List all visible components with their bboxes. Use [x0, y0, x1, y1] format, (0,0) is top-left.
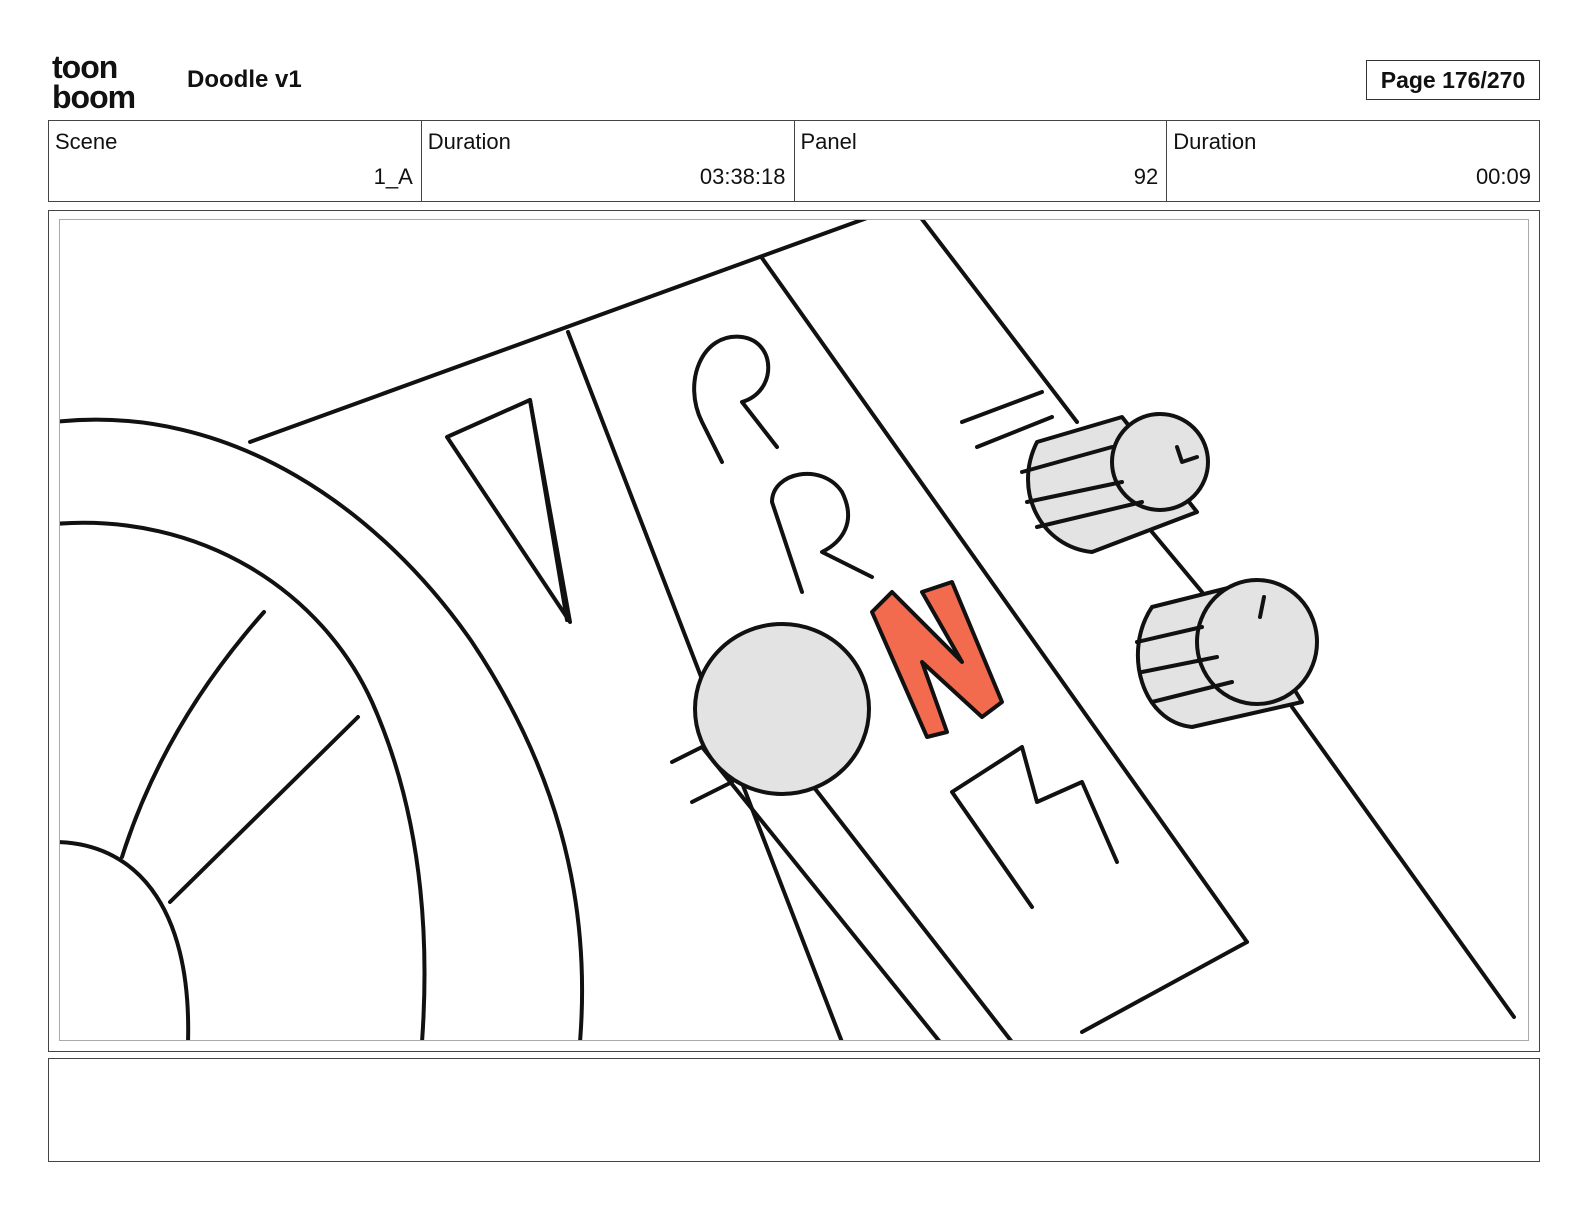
panel-cell: Panel 92	[795, 121, 1168, 201]
scene-cell: Scene 1_A	[49, 121, 422, 201]
dial-upper-ridges	[1020, 445, 1144, 529]
console-line-4	[1150, 530, 1204, 594]
wheel-spoke-1	[120, 610, 266, 859]
dial-upper-pointer	[1175, 445, 1199, 464]
gear-letter-i	[960, 390, 1054, 449]
scene-duration-label: Duration	[427, 129, 511, 154]
console-line-3	[920, 220, 1079, 424]
shifter-slot	[670, 745, 734, 804]
shifter-knob	[693, 622, 871, 796]
dial-lower-face	[1195, 578, 1319, 706]
wheel-outer-rim	[60, 417, 585, 1040]
dial-lower	[1135, 578, 1319, 729]
wheel-spoke-2	[168, 715, 360, 904]
panel-label: Panel	[800, 129, 857, 154]
logo-line-2: boom	[52, 79, 135, 112]
console-vent	[445, 398, 572, 624]
dial-lower-ridges	[1135, 625, 1234, 704]
toonboom-logo-graphic: toon boom	[52, 49, 136, 115]
panel-notes	[48, 1058, 1540, 1162]
steering-wheel	[60, 417, 585, 1040]
gear-indicators	[692, 334, 1119, 909]
console-vent-line	[528, 398, 569, 622]
gear-letter-m	[950, 745, 1119, 909]
console-line-2	[760, 256, 1249, 944]
wheel-inner-rim	[60, 520, 427, 1040]
toonboom-logo: toon boom	[52, 49, 164, 115]
gear-shifter-sketch	[60, 220, 1516, 1040]
gear-letter-r	[770, 472, 874, 594]
dial-lower-pointer	[1258, 595, 1266, 619]
panel-duration-label: Duration	[1173, 129, 1257, 154]
page-number: Page 176/270	[1366, 60, 1540, 100]
panel-duration-cell: Duration 00:09	[1167, 121, 1539, 201]
scene-duration-cell: Duration 03:38:18	[422, 121, 795, 201]
scene-label: Scene	[55, 129, 118, 154]
storyboard-panel	[48, 210, 1540, 1052]
panel-info-row: Scene 1_A Duration 03:38:18 Panel 92 Dur…	[48, 120, 1540, 202]
dial-upper-face	[1110, 412, 1210, 512]
console-bottom-edge	[1080, 940, 1249, 1034]
shifter-track	[700, 745, 1013, 1040]
panel-duration-value: 00:09	[1475, 164, 1531, 189]
console-line-5	[1290, 705, 1516, 1019]
panel-value: 92	[1133, 164, 1159, 189]
panel-image	[59, 219, 1529, 1041]
gear-letter-p	[692, 334, 779, 464]
scene-value: 1_A	[373, 164, 413, 189]
scene-duration-value: 03:38:18	[699, 164, 786, 189]
wheel-hub	[60, 840, 191, 1040]
document-title: Doodle v1	[187, 66, 302, 93]
gear-letter-n-highlighted	[870, 580, 1004, 739]
console-top-edge	[248, 220, 868, 444]
logo-line-1: toon	[52, 52, 117, 85]
dial-upper	[1020, 412, 1210, 554]
